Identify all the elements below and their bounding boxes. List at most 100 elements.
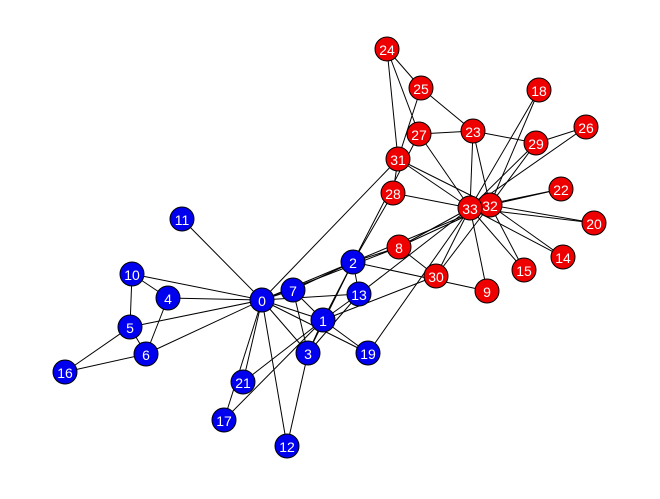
node-label: 5 <box>126 320 134 336</box>
node-16: 16 <box>52 359 78 385</box>
node-label: 0 <box>258 293 266 309</box>
edge-1-30 <box>322 275 437 321</box>
node-3: 3 <box>295 340 321 366</box>
node-circle <box>380 180 406 206</box>
node-circle <box>550 244 576 270</box>
edge-6-16 <box>64 353 147 373</box>
edge-18-33 <box>469 89 540 209</box>
edge-0-11 <box>181 218 263 301</box>
node-label: 22 <box>553 182 569 198</box>
node-circle <box>211 407 237 433</box>
node-23: 23 <box>460 118 486 144</box>
edge-24-31 <box>386 48 399 160</box>
node-label: 12 <box>279 439 295 455</box>
node-circle <box>117 314 143 340</box>
edge-0-31 <box>261 158 399 301</box>
edge-0-13 <box>261 293 360 301</box>
node-19: 19 <box>355 340 381 366</box>
node-label: 19 <box>360 346 376 362</box>
node-circle <box>295 340 321 366</box>
node-circle <box>523 130 549 156</box>
node-14: 14 <box>550 244 576 270</box>
node-0: 0 <box>249 287 275 313</box>
edge-1-21 <box>242 319 324 383</box>
node-label: 2 <box>349 255 357 271</box>
node-label: 33 <box>462 201 478 217</box>
node-12: 12 <box>274 433 300 459</box>
node-21: 21 <box>230 369 256 395</box>
node-circle <box>511 257 537 283</box>
edge-0-5 <box>129 299 263 328</box>
node-circle <box>340 249 366 275</box>
edge-19-33 <box>367 207 471 354</box>
node-1: 1 <box>310 307 336 333</box>
edge-14-32 <box>489 204 564 258</box>
node-18: 18 <box>526 77 552 103</box>
edge-0-10 <box>131 273 263 301</box>
node-circle <box>52 359 78 385</box>
node-circle <box>423 263 449 289</box>
node-4: 4 <box>155 285 181 311</box>
node-circle <box>355 340 381 366</box>
edge-30-32 <box>435 204 491 277</box>
node-circle <box>346 281 372 307</box>
node-28: 28 <box>380 180 406 206</box>
node-33: 33 <box>457 195 483 221</box>
node-circle <box>548 176 574 202</box>
node-circle <box>457 195 483 221</box>
edge-5-16 <box>64 326 131 373</box>
node-label: 15 <box>516 263 532 279</box>
node-11: 11 <box>169 206 195 232</box>
node-label: 29 <box>528 136 544 152</box>
node-circle <box>385 146 411 172</box>
edges <box>64 48 595 447</box>
edge-0-6 <box>145 299 263 355</box>
node-label: 17 <box>216 413 232 429</box>
node-8: 8 <box>386 234 412 260</box>
node-22: 22 <box>548 176 574 202</box>
edge-27-33 <box>418 133 471 209</box>
node-circle <box>526 77 552 103</box>
node-25: 25 <box>408 75 434 101</box>
node-label: 1 <box>319 313 327 329</box>
node-circle <box>310 307 336 333</box>
node-17: 17 <box>211 407 237 433</box>
edge-13-33 <box>358 207 471 295</box>
node-label: 27 <box>411 127 427 143</box>
nodes: 0123456789101112131415161718192021222324… <box>52 36 607 459</box>
node-circle <box>280 277 306 303</box>
node-circle <box>573 114 599 140</box>
node-label: 9 <box>483 284 491 300</box>
edge-18-32 <box>489 89 540 206</box>
node-circle <box>408 75 434 101</box>
node-29: 29 <box>523 130 549 156</box>
node-label: 7 <box>289 283 297 299</box>
edge-9-33 <box>469 207 488 292</box>
node-label: 24 <box>379 42 395 58</box>
node-10: 10 <box>119 261 145 287</box>
node-27: 27 <box>406 121 432 147</box>
node-label: 30 <box>428 269 444 285</box>
node-label: 4 <box>164 291 172 307</box>
node-label: 16 <box>57 365 73 381</box>
node-circle <box>581 210 607 236</box>
edge-0-21 <box>242 299 263 383</box>
node-label: 6 <box>142 347 150 363</box>
edge-31-33 <box>397 158 471 209</box>
node-label: 26 <box>578 120 594 136</box>
node-circle <box>169 206 195 232</box>
node-15: 15 <box>511 257 537 283</box>
node-label: 28 <box>385 186 401 202</box>
node-circle <box>249 287 275 313</box>
edge-23-32 <box>472 130 491 206</box>
node-label: 31 <box>390 152 406 168</box>
edge-3-12 <box>286 352 309 447</box>
node-circle <box>133 341 159 367</box>
node-7: 7 <box>280 277 306 303</box>
edge-24-27 <box>386 48 420 135</box>
node-30: 30 <box>423 263 449 289</box>
edge-29-32 <box>489 142 537 206</box>
node-circle <box>230 369 256 395</box>
node-label: 21 <box>235 375 251 391</box>
